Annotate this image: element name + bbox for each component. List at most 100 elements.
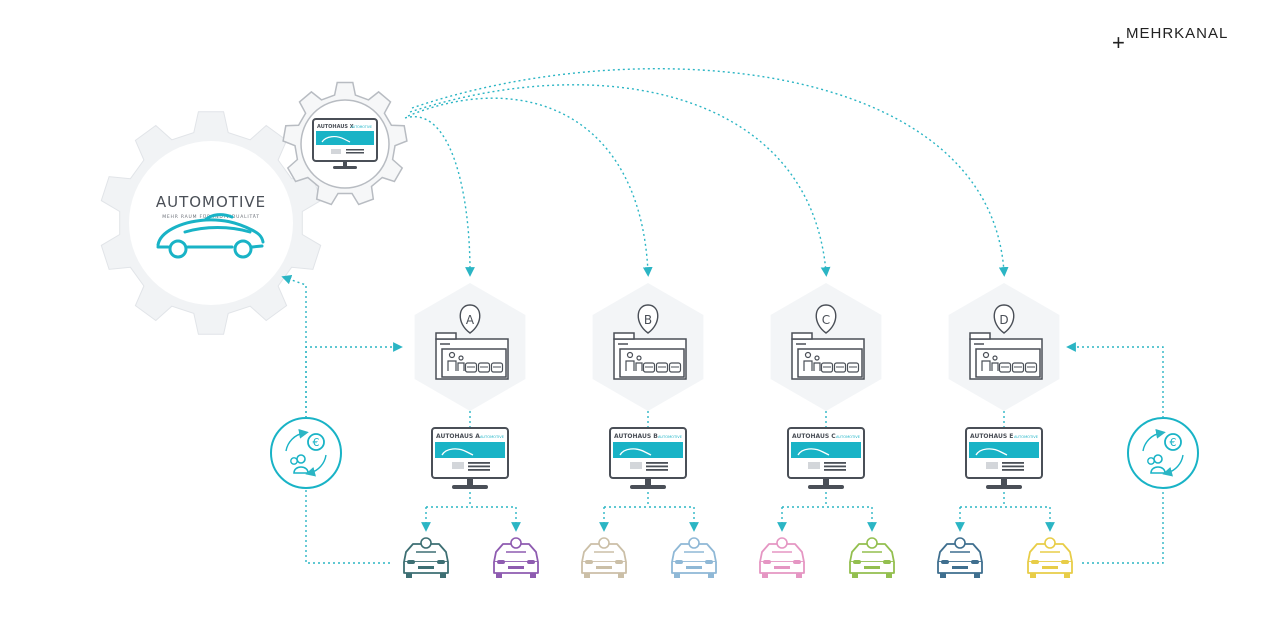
customer-car-grill [1042,566,1058,569]
location-pin-icon [815,304,837,334]
customer-car-grill [686,566,702,569]
flow-arrow-dealer-a [404,115,475,277]
customer-driver-head [776,537,788,549]
person-body [1150,466,1166,474]
dealer-site-text-line [646,465,668,468]
person-body [293,466,309,474]
dealer-site-text-line [824,462,846,464]
brand-plus: + [1112,30,1125,55]
customer-car-headlight [853,560,861,564]
customer-driver-head [954,537,966,549]
dealer-site-text-line [646,462,668,464]
customer-car-headlight [437,560,445,564]
customer-car-wheel [496,573,502,578]
customer-car-wheel [708,573,714,578]
dealer-site-banner [613,442,683,458]
person-body [813,362,821,371]
customer-car-headlight [1061,560,1069,564]
customer-car-wheel [440,573,446,578]
automotive-gear: AUTOMOTIVE MEHR RAUM FÜR INDIVIDUALITÄT [100,111,322,335]
customer-car-wheel [1030,573,1036,578]
dealer-site-logo: AUTOMOTIVE [658,435,683,439]
automotive-car-icon [156,213,265,259]
dealer-site-logo: AUTOMOTIVE [480,435,505,439]
branch-line [604,492,694,508]
dealer-site-text-line [1002,469,1024,471]
dealer-site-image [452,462,464,469]
dealer-site-car-icon [797,448,830,456]
cycle-arrow [305,454,327,477]
automotive-title: AUTOMOTIVE [156,193,266,211]
customer-car-wheel [618,573,624,578]
dealership-sign [613,332,635,340]
person-icon [458,355,464,361]
customer-car-headlight [527,560,535,564]
customer-car-grill [952,566,968,569]
dealer-site-monitor-stand [986,485,1022,489]
person-body [981,360,991,371]
person-body [635,362,643,371]
person-icon [626,351,634,359]
customer-driver-head [510,537,522,549]
dealer-site-label: AUTOHAUS A [436,433,480,440]
dealer-site-banner [791,442,861,458]
customer-car-wheel [886,573,892,578]
person-icon [448,351,456,359]
euro-coin [307,433,325,451]
cycle-arrow [285,428,309,452]
location-pin-icon [459,304,481,334]
customer-car-wheel [584,573,590,578]
customer-car-headlight [407,560,415,564]
euro-symbol: € [313,436,320,449]
loop-line-left-bottom [305,489,390,564]
customer-car-wheel [1064,573,1070,578]
dealer-site-text-line [824,465,846,468]
person-icon [636,355,642,361]
customer-car-headlight [615,560,623,564]
person-icon [814,355,820,361]
location-pin-icon [637,304,659,334]
customer-car-headlight [705,560,713,564]
person-body [625,360,635,371]
customer-car-headlight [497,560,505,564]
dealer-site-monitor-stand [452,485,488,489]
dealer-site-text-line [1002,465,1024,468]
dealer-site-car-icon [975,448,1008,456]
customer-car-grill [508,566,524,569]
customer-car-wheel [940,573,946,578]
person-head [1147,457,1155,465]
dealer-site-car-icon [619,448,652,456]
customer-driver-head [1044,537,1056,549]
customer-driver-head [598,537,610,549]
central-site-gear: AUTOHAUS X AUTOMOTIVE [282,81,408,206]
customer-driver-head [420,537,432,549]
central-site-logo: AUTOMOTIVE [351,125,372,129]
person-head [296,454,306,464]
customer-car-grill [596,566,612,569]
person-icon [982,351,990,359]
flow-arrow-dealer-c [409,84,831,277]
cycle-arrow [1142,428,1166,452]
automotive-gear-hub [129,141,293,305]
customer-car-wheel [974,573,980,578]
dealer-letter: B [644,313,652,327]
branch-line [782,492,872,508]
customer-car-grill [774,566,790,569]
dealer-site-monitor-neck [1001,478,1007,485]
dealer-site-monitor-stand [630,485,666,489]
customer-car-wheel [762,573,768,578]
revenue-circle [1127,417,1199,489]
person-icon [804,351,812,359]
central-site-label: AUTOHAUS X [317,124,354,130]
revenue-loop-left: € [270,417,342,489]
dealer-site-label: AUTOHAUS C [792,433,836,440]
revenue-loop-right: € [1127,417,1199,489]
loop-line-right-bottom [1082,489,1164,564]
dealer-site-logo: AUTOMOTIVE [1014,435,1039,439]
dealer-site-banner [969,442,1039,458]
dealer-site-label: AUTOHAUS E [970,433,1013,440]
central-site-monitor: AUTOHAUS X AUTOMOTIVE [312,118,378,169]
